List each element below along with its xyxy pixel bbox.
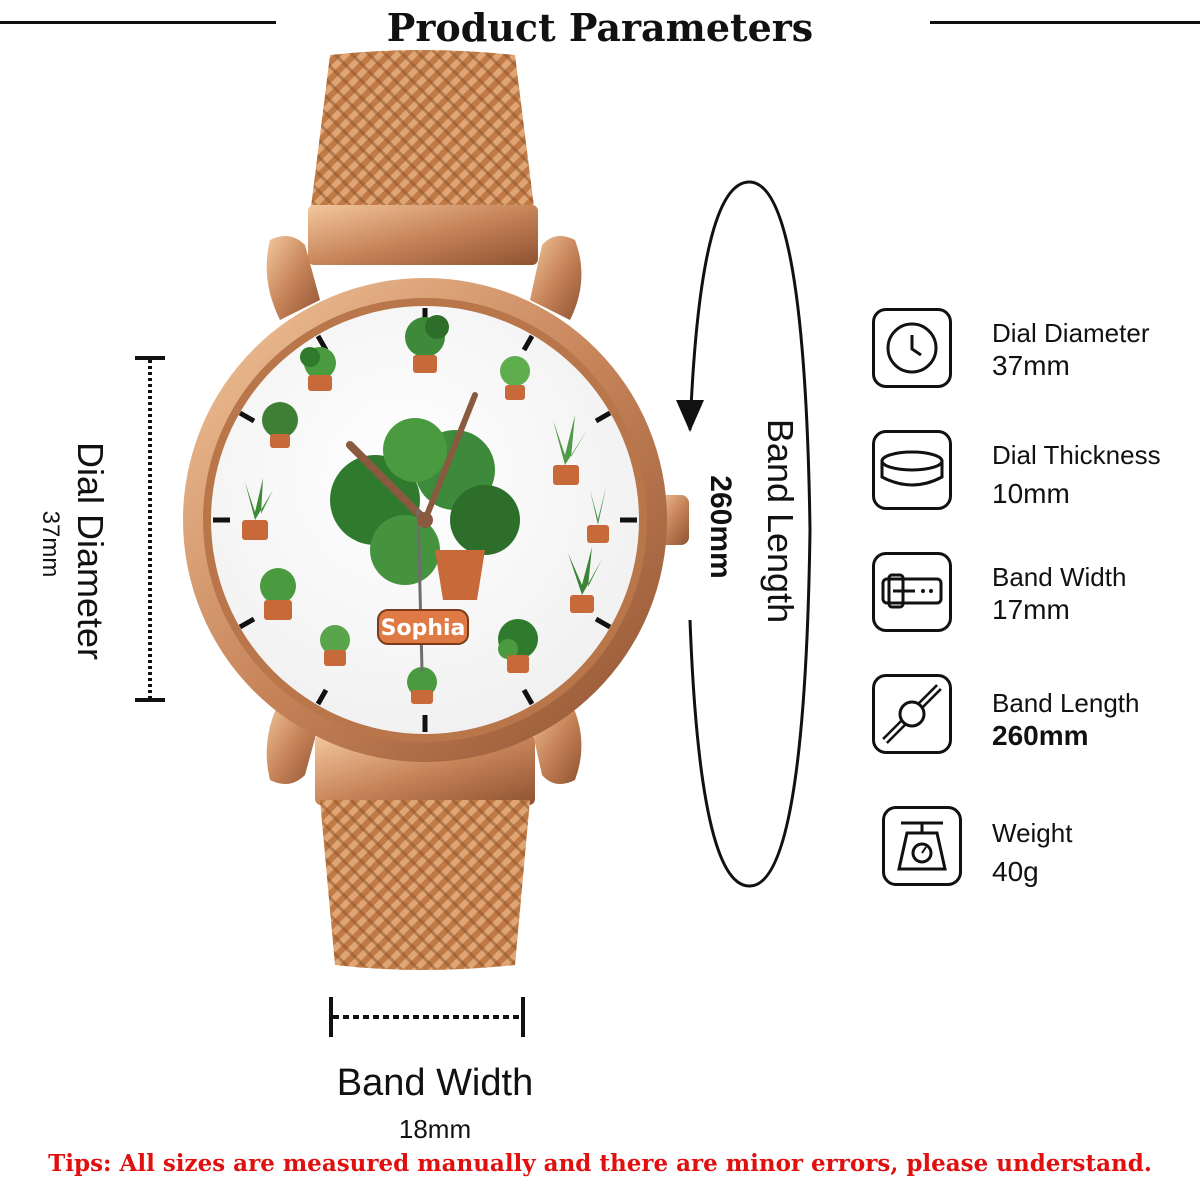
spec-value-band-length: 260mm (992, 720, 1089, 751)
band-buckle-icon (872, 552, 952, 632)
spec-value-dial-diameter: 37mm (992, 350, 1070, 381)
spec-label-dial-thickness: Dial Thickness (992, 440, 1161, 470)
band-length-arrow-curve (676, 180, 812, 888)
band-length-icon (872, 674, 952, 754)
dial-diameter-label: Dial Diameter (70, 441, 111, 661)
spec-label-dial-diameter: Dial Diameter (992, 318, 1150, 348)
band-width-label: Band Width (336, 1062, 534, 1104)
page-title: Product Parameters (386, 5, 814, 50)
tips-note: Tips: All sizes are measured manually an… (48, 1150, 1152, 1177)
clock-icon (872, 308, 952, 388)
spec-value-dial-thickness: 10mm (992, 478, 1070, 509)
spec-label-band-width: Band Width (992, 562, 1127, 592)
header-rule-right (930, 21, 1200, 24)
dial-thickness-icon (872, 430, 952, 510)
spec-value-weight: 40g (992, 856, 1039, 887)
watch-image (183, 50, 689, 970)
spec-value-band-width: 17mm (992, 594, 1070, 625)
dial-diameter-value: 37mm (37, 510, 64, 578)
spec-label-band-length: Band Length (992, 688, 1140, 718)
band-length-value: 260mm (704, 475, 737, 579)
band-length-label: Band Length (760, 418, 801, 624)
dial-diameter-dimension-line (135, 356, 165, 702)
band-width-value: 18mm (398, 1114, 472, 1144)
band-width-dimension-line (329, 997, 525, 1037)
spec-label-weight: Weight (992, 818, 1073, 848)
dial-name-engraving: Sophia (380, 616, 466, 641)
header-rule-left (0, 21, 276, 24)
weight-scale-icon (882, 806, 962, 886)
